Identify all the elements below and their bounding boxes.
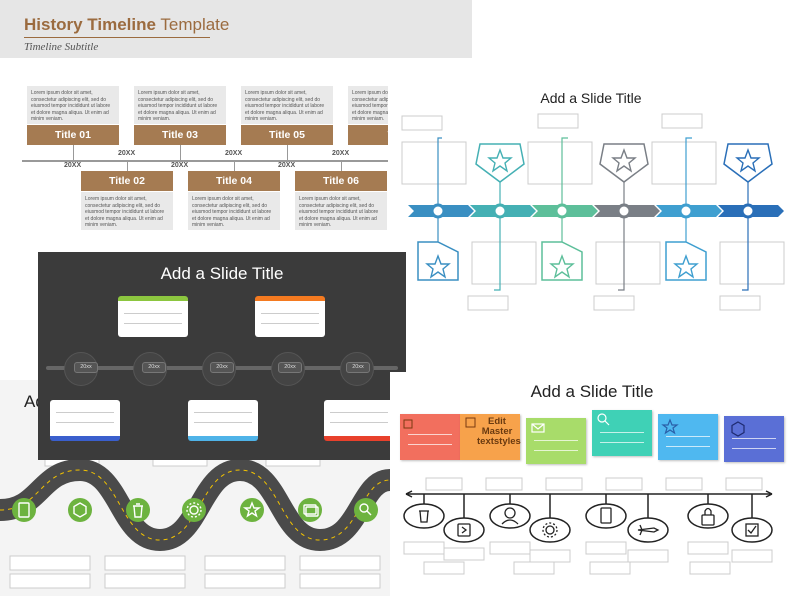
- slide-title: History Timeline Template: [24, 15, 230, 34]
- text-block-01: Lorem ipsum dolor sit amet, consectetur …: [27, 86, 119, 124]
- year-label: 20XX: [118, 150, 136, 157]
- card-orange: [255, 296, 325, 337]
- year-pill: 20xx: [278, 362, 302, 373]
- text-block-04: Lorem ipsum dolor sit amet, consectetur …: [188, 192, 280, 230]
- card-light-blue: [188, 400, 258, 441]
- label-title-06: Title 06: [295, 171, 387, 191]
- label-title-02: Title 02: [81, 171, 173, 191]
- timeline-axis: [22, 160, 472, 162]
- year-pill: 20xx: [74, 362, 98, 373]
- tick: [180, 145, 181, 161]
- dark-timeline-slide: Add a Slide Title 20xx 20xx 20xx 20xx 20…: [38, 252, 406, 460]
- year-pill: 20xx: [142, 362, 166, 373]
- note-orange: Edit Master textstyles: [460, 414, 521, 460]
- sticky-notes-slide: Add a Slide Title Edit Master textstyles: [390, 372, 794, 596]
- tick: [73, 145, 74, 161]
- title-rule: [24, 37, 210, 38]
- year-pill: 20xx: [210, 362, 234, 373]
- card-red: [324, 400, 394, 441]
- label-title-01: Title 01: [27, 125, 119, 145]
- shapes-timeline-slide: Add a Slide Title: [388, 74, 794, 320]
- shapes-timeline-graphic: [401, 113, 785, 311]
- text-block-03: Lorem ipsum dolor sit amet, consectetur …: [134, 86, 226, 124]
- slide-subtitle: Timeline Subtitle: [24, 41, 99, 53]
- note-blue: [658, 414, 718, 460]
- tick: [234, 161, 235, 171]
- year-label: 20XX: [278, 162, 296, 169]
- year-pill: 20xx: [346, 362, 370, 373]
- note-red: [400, 414, 460, 460]
- card-green: [118, 296, 188, 337]
- year-label: 20XX: [64, 162, 82, 169]
- year-label: 20XX: [332, 150, 350, 157]
- slide-title: Add a Slide Title: [530, 382, 654, 401]
- tick: [341, 161, 342, 171]
- card-blue: [50, 400, 120, 441]
- road-graphic: [0, 455, 390, 589]
- sticky-timeline-graphic: [403, 413, 773, 575]
- tick: [127, 161, 128, 171]
- year-label: 20XX: [171, 162, 189, 169]
- note-text: Edit Master textstyles: [477, 416, 521, 447]
- text-block-06: Lorem ipsum dolor sit amet, consectetur …: [295, 192, 387, 230]
- label-title-05: Title 05: [241, 125, 333, 145]
- label-title-04: Title 04: [188, 171, 280, 191]
- tick: [287, 145, 288, 161]
- slide-title: Add a Slide Title: [160, 264, 284, 283]
- slide-title: Add a Slide Title: [540, 90, 642, 106]
- label-title-03: Title 03: [134, 125, 226, 145]
- year-label: 20XX: [225, 150, 243, 157]
- slide-header: [0, 0, 472, 58]
- text-block-02: Lorem ipsum dolor sit amet, consectetur …: [81, 192, 173, 230]
- note-green: [526, 418, 586, 464]
- text-block-05: Lorem ipsum dolor sit amet, consectetur …: [241, 86, 333, 124]
- note-teal: [592, 410, 652, 456]
